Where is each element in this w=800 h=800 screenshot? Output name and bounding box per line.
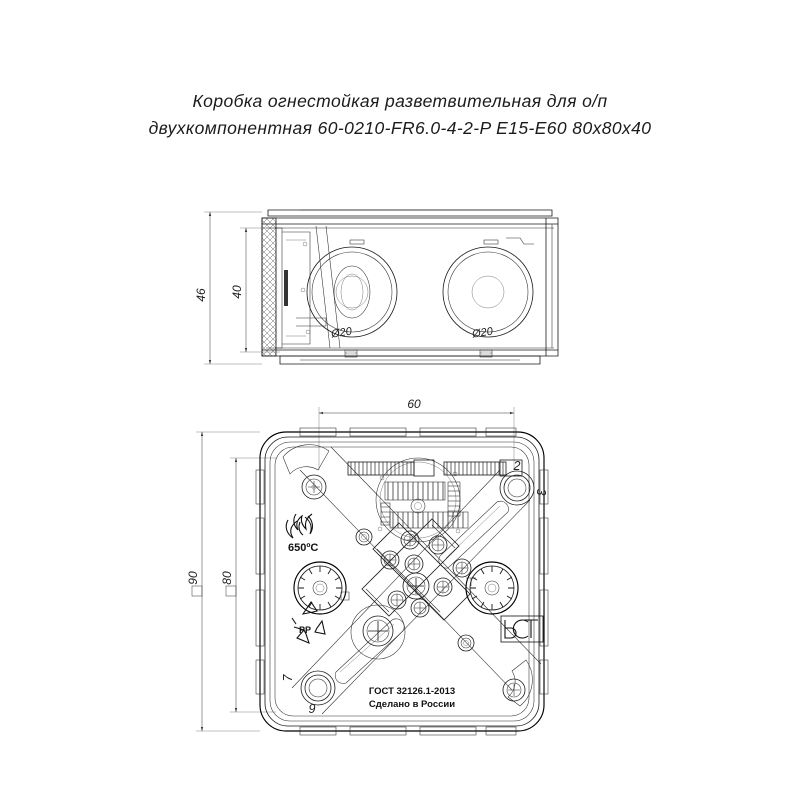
coil-spring-lower [389, 511, 469, 529]
side-lid-tabs [349, 237, 534, 245]
enclosure-outer-shell [259, 431, 545, 732]
large-screw-bottom-left [350, 604, 406, 660]
corner-mark-3: 3 [534, 489, 548, 496]
shell-edge-knockouts [255, 427, 549, 736]
cert-marking [500, 615, 544, 643]
drawing-title-line-2: двухкомпонентная 60-0210-FR6.0-4-2-P E15… [148, 118, 652, 138]
recycle-icon [291, 601, 326, 644]
rst-cert-icon [500, 615, 544, 643]
knockout-circle-right: Ø20 [442, 246, 534, 341]
corner-mark-2: 2 [513, 459, 521, 473]
knurled-knockout-right [465, 561, 519, 615]
dimension-40-label: 40 [230, 285, 244, 299]
knockout-left-label: Ø20 [329, 325, 353, 340]
recycle-marking: PP [291, 601, 326, 644]
corner-numeric-marks: 2 3 7 9 [281, 459, 548, 716]
knurled-knockout-left [293, 561, 347, 615]
flame-icon [285, 513, 313, 539]
bottom-plan-view: 60 90 80 [186, 397, 549, 736]
dimension-40: 40 [230, 227, 280, 353]
corner-mark-7: 7 [281, 673, 295, 681]
dimension-46-label: 46 [194, 288, 208, 302]
coil-spring-vertical-left [380, 502, 391, 526]
central-spring-assembly [375, 457, 469, 543]
terminal-carrier [361, 518, 472, 621]
flame-temperature-marking: 650ºC [285, 513, 318, 554]
dimension-80: 80 [220, 457, 276, 713]
dimension-46: 46 [194, 211, 262, 365]
corner-lug-bottom-left [300, 618, 405, 706]
dimension-90: 90 [186, 431, 260, 732]
square-symbol-80 [225, 585, 237, 597]
carrier-screws [380, 530, 472, 618]
knockout-circle-left: Ø20 [306, 246, 398, 341]
recycle-code-label: PP [299, 625, 311, 635]
knockout-right-label: Ø20 [470, 325, 494, 340]
terminal-rail-right [443, 459, 523, 477]
corner-lug-top-right [438, 470, 535, 569]
coil-spring-vertical-right [447, 481, 461, 517]
side-internal-detail [282, 225, 371, 349]
side-section-view: 46 40 [194, 209, 559, 365]
flame-temperature-label: 650ºC [288, 542, 318, 554]
section-hatch-wall [261, 217, 283, 357]
drawing-title-line-1: Коробка огнестойкая разветвительная для … [192, 91, 608, 111]
small-brackets [340, 577, 476, 601]
center-screw [402, 572, 430, 600]
dimension-80-label: 80 [220, 571, 234, 585]
gost-text-block: ГОСТ 32126.1-2013 Сделано в России [369, 686, 455, 710]
square-symbol-90 [191, 585, 203, 597]
small-ring-holes [355, 528, 475, 652]
side-body-outline [261, 209, 559, 365]
side-mount-nubs [344, 349, 493, 358]
terminal-rail-left [347, 459, 435, 477]
drawing-title-block: Коробка огнестойкая разветвительная для … [0, 88, 800, 142]
coil-spring-upper [384, 481, 446, 501]
dimension-60-label: 60 [407, 397, 421, 411]
corner-lug-top-left [282, 444, 330, 500]
corner-lug-bottom-right [502, 659, 533, 707]
dimension-60: 60 [318, 397, 515, 470]
dimension-90-label: 90 [186, 571, 200, 585]
made-in-russia-label: Сделано в России [369, 699, 455, 710]
corner-mark-9: 9 [309, 702, 316, 716]
gost-standard-label: ГОСТ 32126.1-2013 [369, 686, 455, 697]
top-terminal-rails [347, 459, 523, 477]
